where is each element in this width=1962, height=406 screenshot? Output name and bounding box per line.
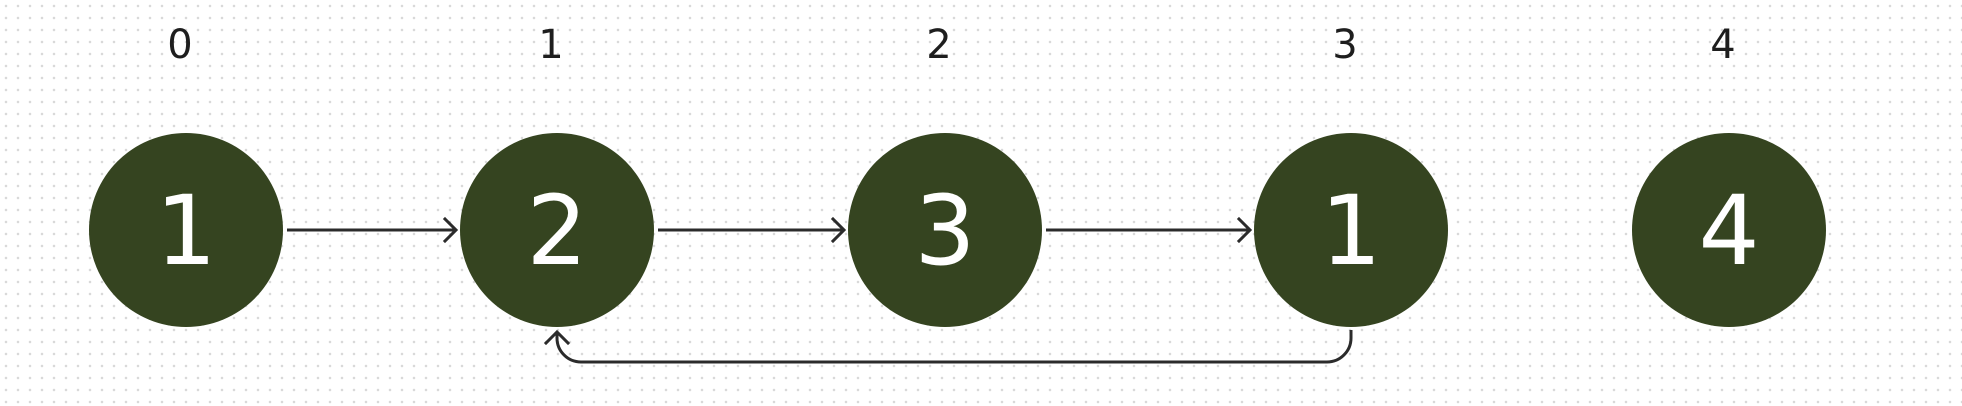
- arrow-head: [442, 216, 459, 244]
- edge-0-to-1: [287, 216, 459, 244]
- node-circle: [460, 133, 654, 327]
- arrow-head: [1236, 216, 1253, 244]
- edge-2-to-3: [1046, 216, 1253, 244]
- node-value: 2: [526, 175, 587, 287]
- edge-3-to-1: [543, 329, 1353, 364]
- node-0: 1: [89, 133, 283, 327]
- node-3: 1: [1254, 133, 1448, 327]
- node-circle: [848, 133, 1042, 327]
- index-label-1: 1: [538, 22, 563, 68]
- node-circle: [1632, 133, 1826, 327]
- index-label-3: 3: [1332, 22, 1357, 68]
- edge-line: [555, 330, 1353, 364]
- node-value: 1: [155, 175, 216, 287]
- node-value: 3: [914, 175, 975, 287]
- node-2: 3: [848, 133, 1042, 327]
- edge-1-to-2: [658, 216, 847, 244]
- node-circle: [1254, 133, 1448, 327]
- indices-layer: 0 1 2 3 4: [167, 22, 1735, 68]
- node-4: 4: [1632, 133, 1826, 327]
- edges-layer: [287, 216, 1353, 364]
- node-value: 4: [1698, 175, 1759, 287]
- index-label-4: 4: [1710, 22, 1735, 68]
- node-1: 2: [460, 133, 654, 327]
- node-circle: [89, 133, 283, 327]
- arrow-head: [830, 216, 847, 244]
- nodes-layer: 1 2 3 1 4: [89, 133, 1826, 327]
- arrow-head: [543, 329, 571, 346]
- node-value: 1: [1320, 175, 1381, 287]
- index-label-2: 2: [926, 22, 951, 68]
- index-label-0: 0: [167, 22, 192, 68]
